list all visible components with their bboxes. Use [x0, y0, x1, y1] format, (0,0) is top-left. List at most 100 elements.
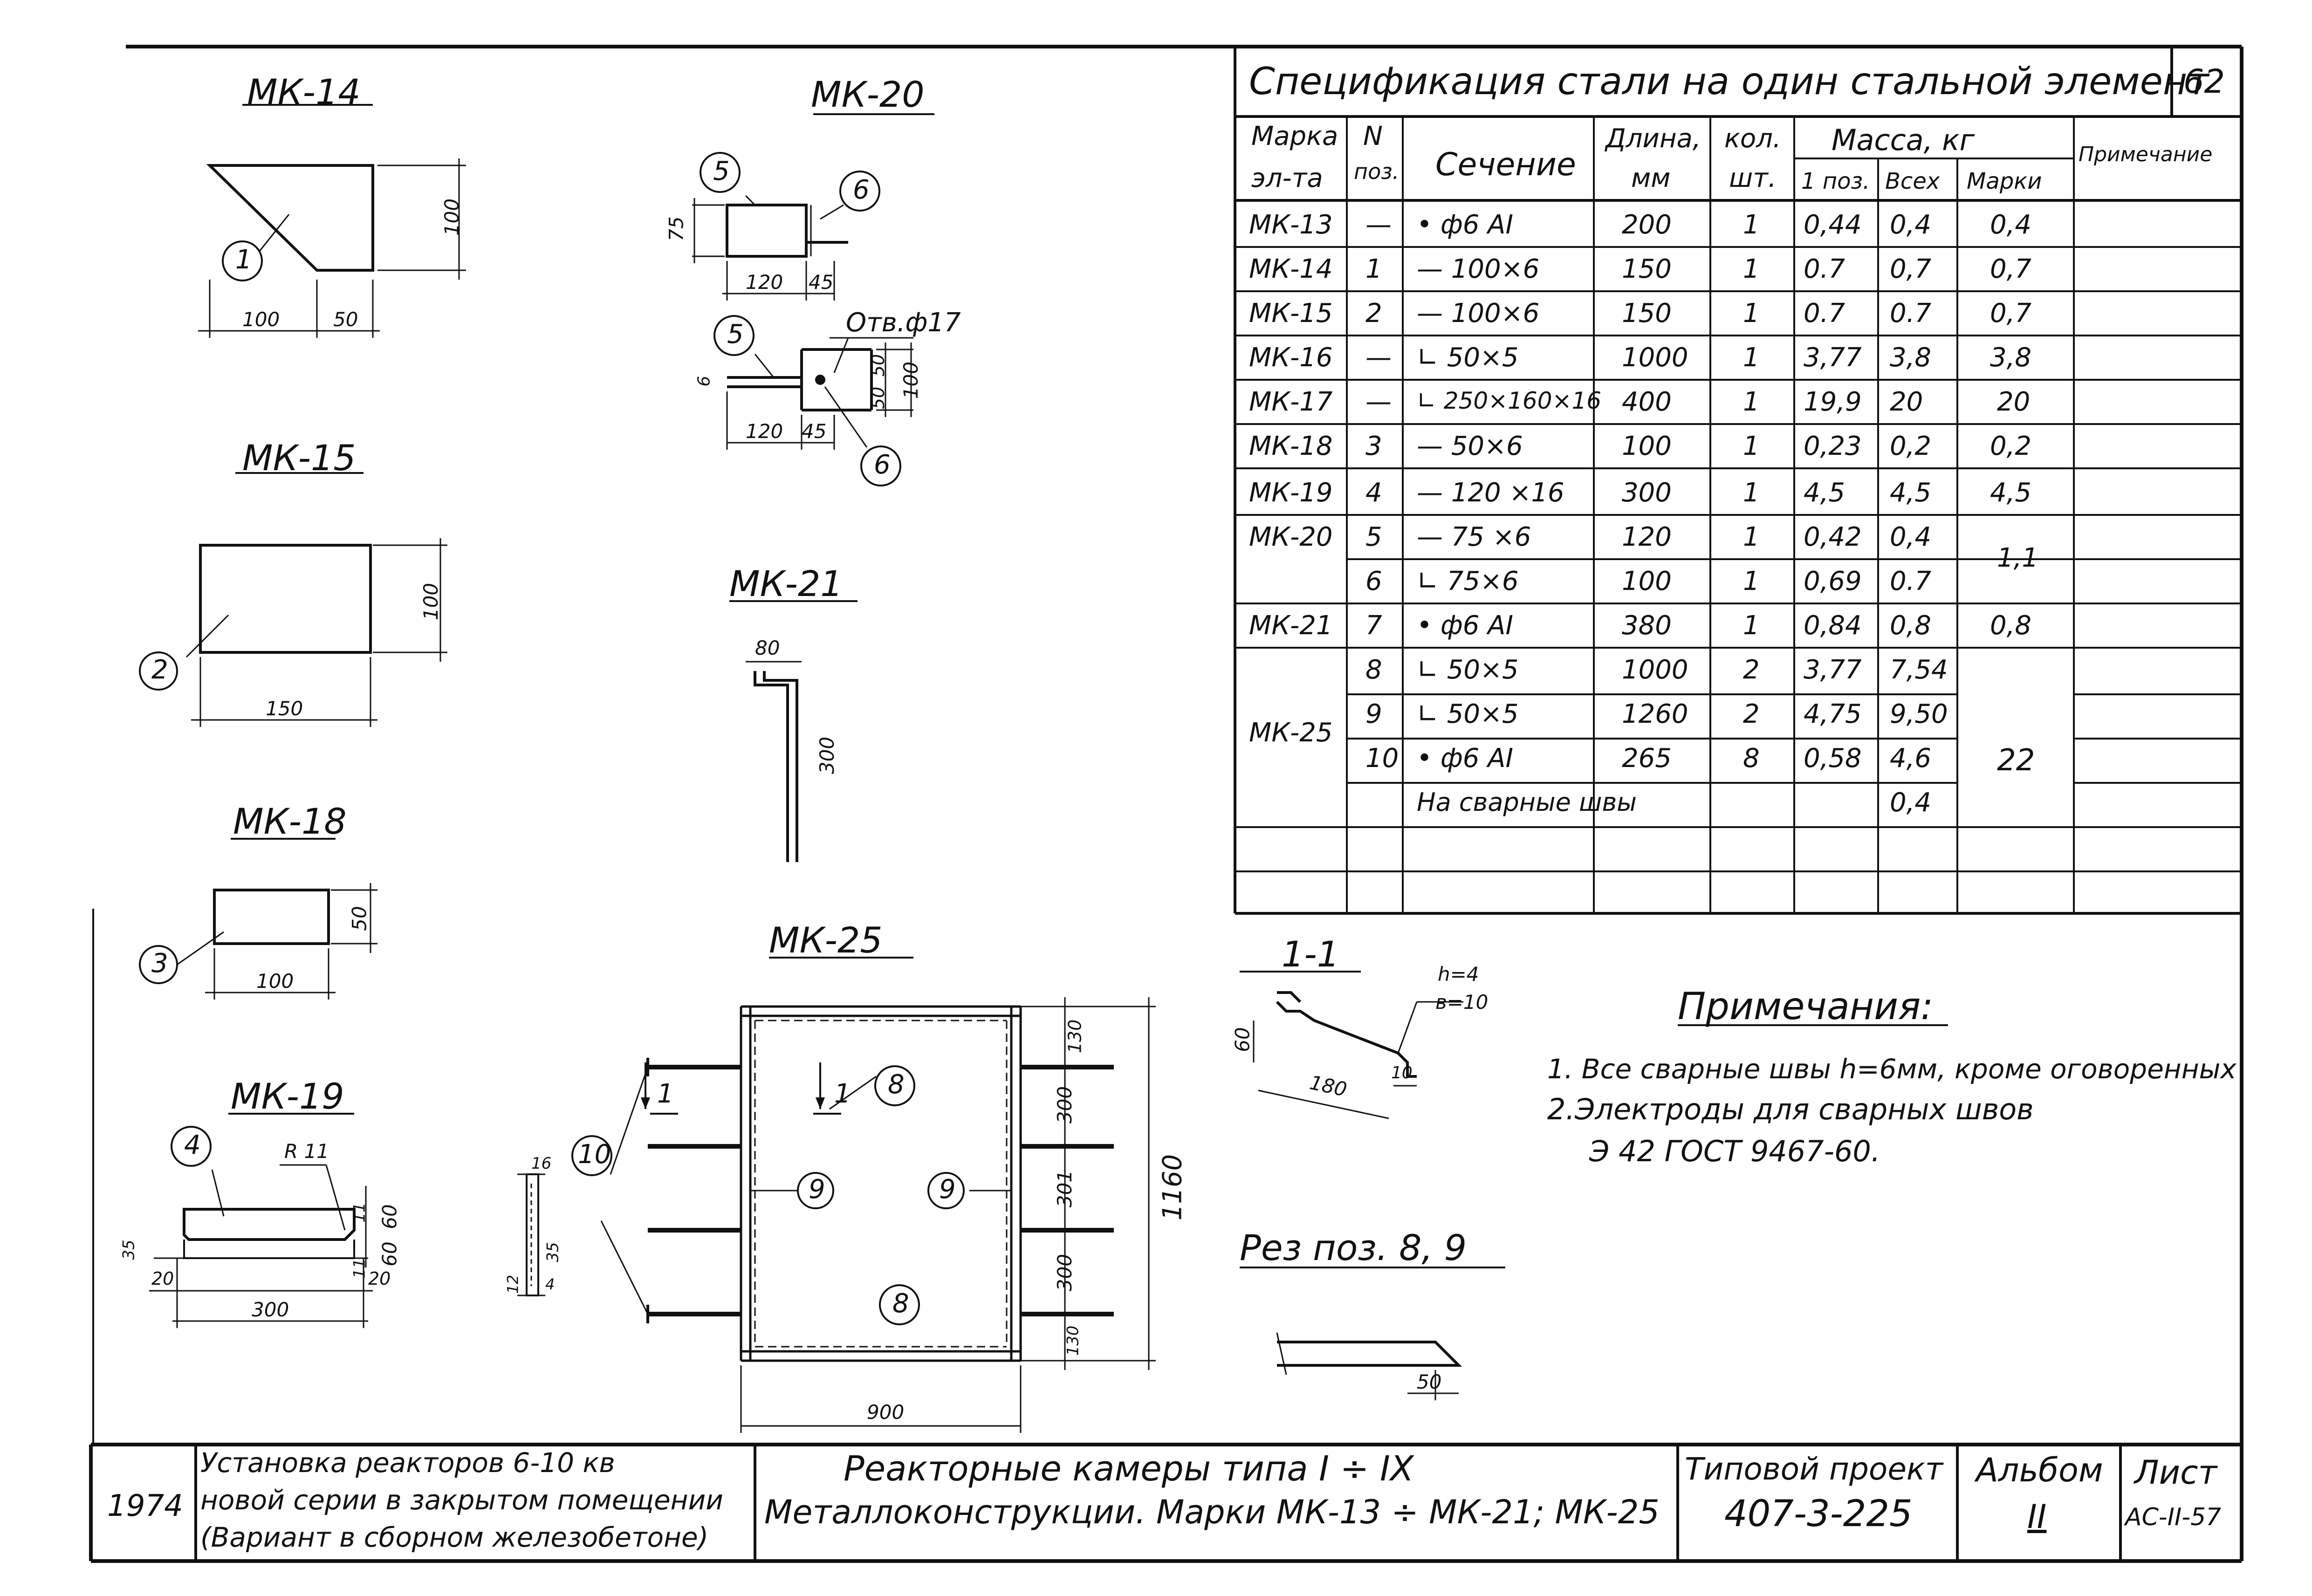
mk15-title: МК-15 [242, 437, 356, 479]
mk20-dim-50a: 50 [868, 354, 889, 377]
stamp-desc-2: новой серии в закрытом помещении [200, 1484, 723, 1516]
cell-mass-all: 0,4 [1890, 522, 1932, 552]
mark-mass-mk25: 22 [1997, 743, 2035, 778]
cut-pos-8-9-title: Рез поз. 8, 9 [1240, 1227, 1467, 1268]
section-dim-10: 10 [1391, 1063, 1413, 1082]
cell-mark: МК-13 [1249, 210, 1333, 240]
cut-dim-50: 50 [1417, 1370, 1442, 1393]
mark-mass-mk20: 1,1 [1997, 543, 2039, 573]
mk25-title: МК-25 [769, 919, 883, 961]
cell-pos: 7 [1365, 610, 1382, 641]
cell-qty: 2 [1743, 655, 1760, 685]
cell-pos: — [1365, 210, 1392, 240]
mk19-dim-60a: 60 [378, 1204, 401, 1229]
mark-mass-mk16: 3,8 [1990, 342, 2032, 373]
mk18-dim-100: 100 [256, 970, 294, 993]
cell-length: 150 [1622, 254, 1672, 284]
cell-length: 150 [1622, 298, 1672, 329]
mk19-title: МК-19 [231, 1075, 344, 1117]
header-mark-1: Марка [1251, 121, 1338, 151]
cell-mark: МК-25 [1249, 718, 1333, 748]
header-mark-2: эл-та [1251, 163, 1323, 193]
mark-mass-mk18: 0,2 [1990, 431, 2032, 461]
cell-length: 300 [1622, 478, 1672, 508]
mk19-dim-35: 35 [119, 1240, 138, 1260]
cell-mass-pos: 0,23 [1804, 431, 1862, 461]
mk19-dim-20b: 20 [368, 1268, 391, 1289]
mk14-dim-50: 50 [333, 308, 358, 331]
notes-title: Примечания: [1678, 985, 1934, 1028]
cell-section: ∟ 50×5 [1417, 655, 1519, 685]
mark-mass-mk13: 0,4 [1990, 210, 2032, 240]
mk20-dim-75: 75 [665, 216, 688, 241]
stamp-project-number: 407-3-225 [1724, 1493, 1913, 1535]
cell-pos: 3 [1365, 431, 1382, 461]
mk20-dim-50b: 50 [868, 386, 889, 410]
cell-section: — 75 ×6 [1417, 522, 1531, 552]
cell-length: 1260 [1622, 699, 1688, 729]
cell-qty: 1 [1743, 210, 1760, 240]
cell-length: 1000 [1622, 342, 1688, 373]
mk15-dim-100: 100 [419, 582, 443, 621]
mk25-cut-left: 1 [657, 1079, 674, 1109]
cell-qty: 1 [1743, 610, 1760, 641]
cell-mark: МК-18 [1249, 431, 1333, 461]
cell-mass-all: 3,8 [1890, 342, 1932, 373]
stamp-desc-1: Установка реакторов 6-10 кв [200, 1447, 615, 1479]
mk18-dim-50: 50 [348, 906, 371, 931]
mk15-dim-150: 150 [266, 697, 303, 720]
mk14-dim-100-vert: 100 [440, 198, 464, 236]
header-length-2: мм [1631, 163, 1671, 193]
mk25-dim-900: 900 [867, 1401, 905, 1424]
mk25-pos-8b: 8 [892, 1288, 909, 1319]
cell-pos: 4 [1365, 478, 1382, 508]
mk25-pos-10: 10 [578, 1139, 611, 1170]
mark-mass-mk14: 0,7 [1990, 254, 2032, 284]
cell-pos: — [1365, 342, 1392, 373]
cell-mass-pos: 0,84 [1804, 610, 1862, 641]
mk18-title: МК-18 [233, 801, 347, 842]
cell-qty: 1 [1743, 431, 1760, 461]
mk25-dim-12: 12 [504, 1274, 522, 1294]
mk14-title: МК-14 [247, 71, 361, 113]
mark-mass-mk15: 0,7 [1990, 298, 2032, 329]
mk20-dim-100: 100 [899, 361, 923, 399]
header-qty-1: кол. [1724, 123, 1781, 154]
mk19-dim-11a: 11 [350, 1202, 369, 1223]
cell-mass-all: 0,4 [1890, 210, 1932, 240]
cell-mass-all: 0,4 [1890, 788, 1932, 818]
mk19-dim-300: 300 [252, 1298, 289, 1321]
cell-mass-pos: 4,5 [1804, 478, 1845, 508]
cell-section: • ф6 АI [1417, 743, 1513, 774]
cell-mass-pos: 0,42 [1804, 522, 1862, 552]
cell-mass-pos: 19,9 [1804, 387, 1862, 417]
cell-section: ∟ 75×6 [1417, 566, 1519, 596]
cell-qty: 1 [1743, 566, 1760, 596]
mk20-pos-6a: 6 [853, 175, 870, 205]
header-pos-1: N [1363, 121, 1383, 151]
mk20-pos-5a: 5 [713, 156, 730, 186]
cell-length: 1000 [1622, 655, 1688, 685]
mk19-pos: 4 [184, 1130, 201, 1160]
cell-section: ∟ 50×5 [1417, 699, 1519, 729]
cell-pos: 6 [1365, 566, 1382, 596]
cell-mass-pos: 4,75 [1804, 699, 1862, 729]
cell-length: 265 [1622, 743, 1672, 774]
cell-mass-pos: 0,44 [1804, 210, 1862, 240]
mk20-dim-120a: 120 [746, 271, 783, 294]
cell-section: — 100×6 [1417, 254, 1540, 284]
mk25-dim-4: 4 [545, 1275, 555, 1293]
mk21-dim-300: 300 [816, 736, 839, 774]
cell-mass-pos: 3,77 [1804, 342, 1862, 373]
cell-section: На сварные швы [1417, 788, 1637, 817]
mk25-dim-301: 301 [1053, 1170, 1077, 1208]
mk20-dim-120b: 120 [746, 420, 783, 443]
section-dim-60: 60 [1231, 1027, 1254, 1052]
cell-mass-all: 4,5 [1890, 478, 1932, 508]
cell-mark: МК-20 [1249, 522, 1333, 552]
cell-section: • ф6 АI [1417, 210, 1513, 240]
cell-mass-pos: 0,58 [1804, 743, 1862, 774]
mk20-pos-6b: 6 [874, 450, 891, 480]
cell-qty: 1 [1743, 387, 1760, 417]
